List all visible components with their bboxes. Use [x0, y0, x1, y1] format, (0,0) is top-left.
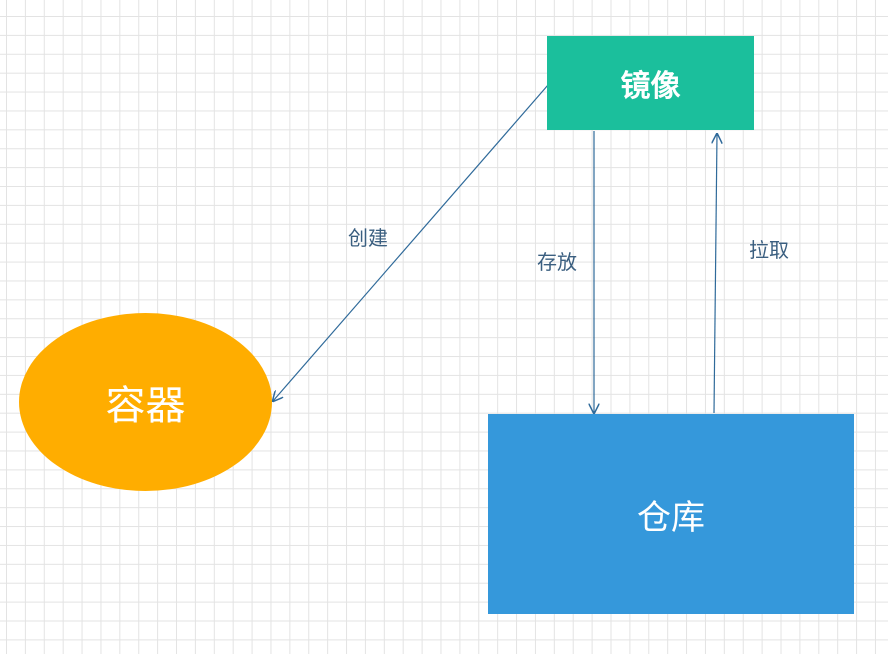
repository-node[interactable]: 仓库: [488, 414, 854, 614]
edge-label-pull: 拉取: [749, 238, 789, 262]
edge-label-store: 存放: [537, 250, 577, 274]
edge-label-create: 创建: [348, 226, 388, 250]
container-node[interactable]: 容器: [19, 313, 272, 491]
edge-pull-arrow: [714, 134, 717, 414]
image-node[interactable]: 镜像: [547, 36, 754, 130]
edge-create-arrow: [273, 84, 549, 401]
